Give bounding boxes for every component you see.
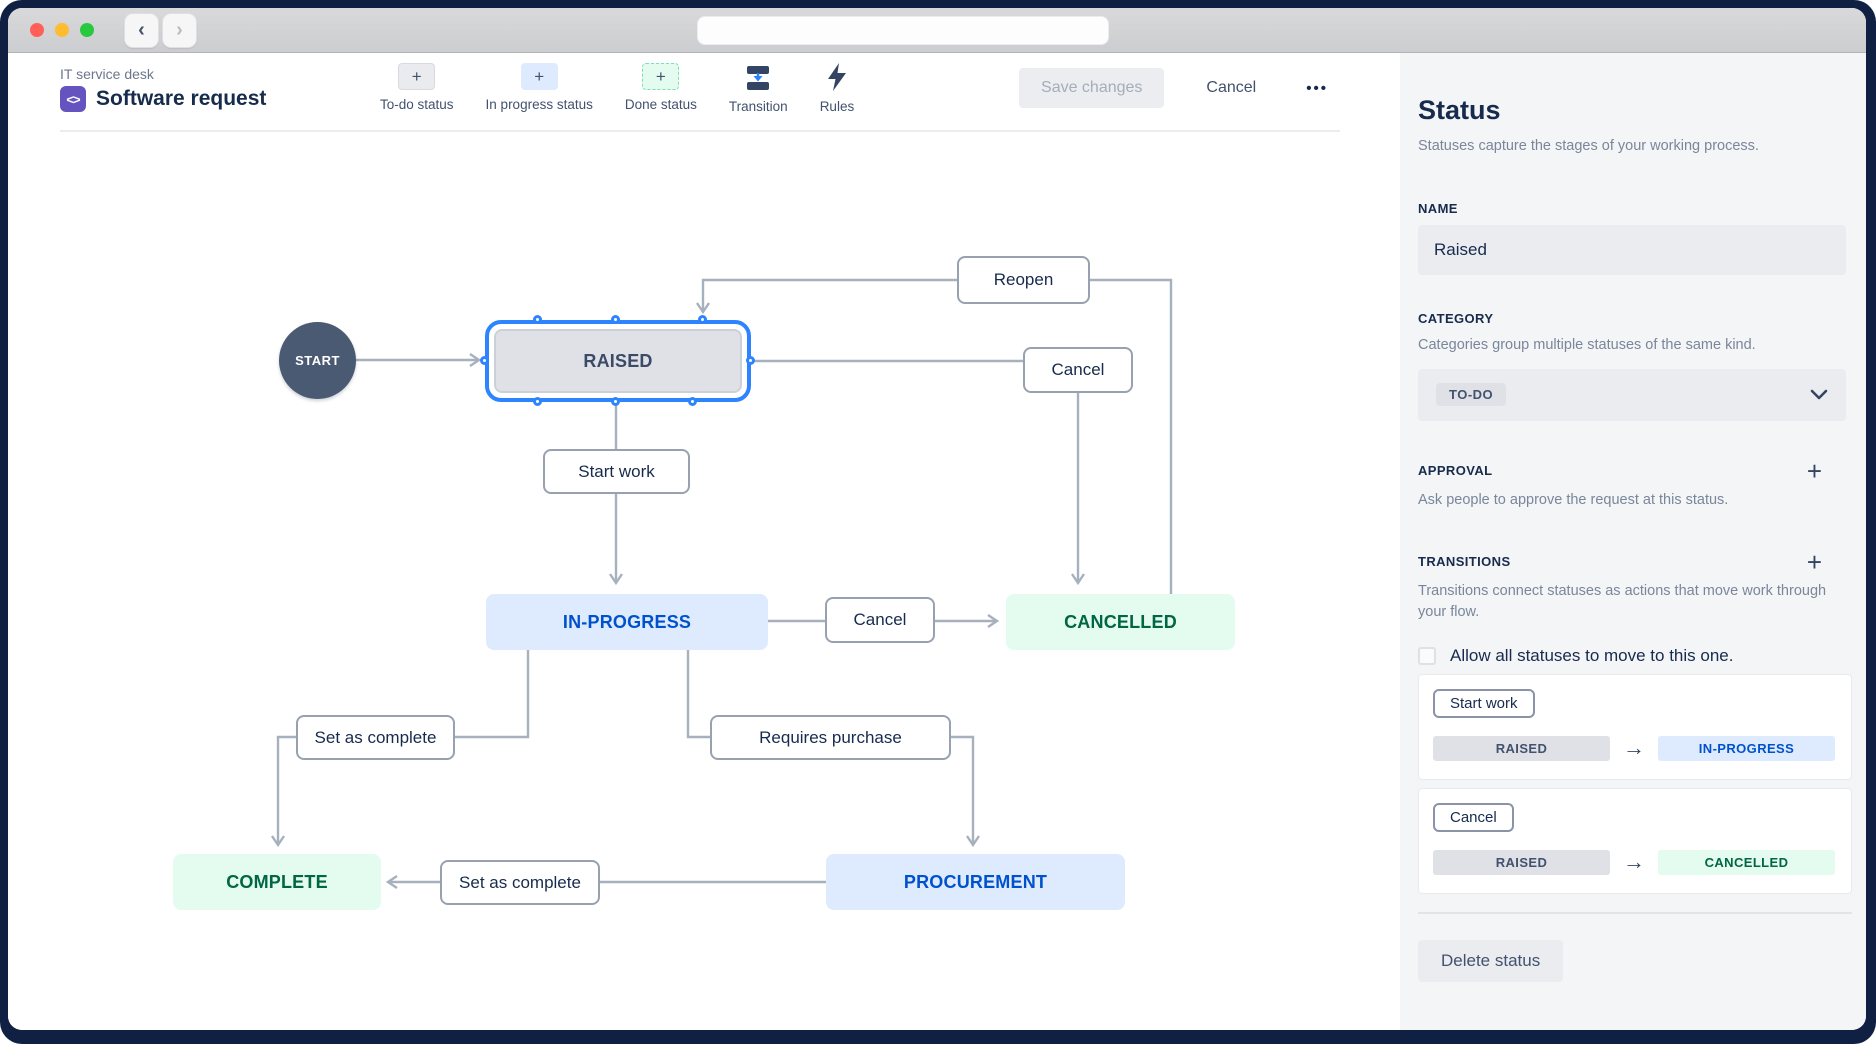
to-status-badge: IN-PROGRESS <box>1658 735 1835 761</box>
from-status-badge: RAISED <box>1433 849 1610 875</box>
add-todo-status-button[interactable]: + To-do status <box>380 63 454 114</box>
from-status-badge: RAISED <box>1433 735 1610 761</box>
transition-card[interactable]: Start work RAISED → IN-PROGRESS <box>1418 674 1852 781</box>
transitions-label: TRANSITIONS <box>1418 554 1511 570</box>
transition-node-cancel-top[interactable]: Cancel <box>1023 347 1133 393</box>
status-panel: Status Statuses capture the stages of yo… <box>1400 53 1866 1030</box>
to-status-badge: CANCELLED <box>1658 849 1835 875</box>
tool-label: Rules <box>819 99 855 114</box>
arrow-right-icon: → <box>1623 735 1645 761</box>
selection-handle[interactable] <box>480 356 489 365</box>
tool-label: Done status <box>624 97 697 112</box>
status-node-procurement[interactable]: PROCUREMENT <box>826 854 1125 910</box>
selection-handle[interactable] <box>698 315 707 324</box>
add-transition-button-sidebar[interactable]: + <box>1806 546 1822 577</box>
transition-node-set-as-complete-bottom[interactable]: Set as complete <box>440 860 600 905</box>
transition-node-requires-purchase[interactable]: Requires purchase <box>710 715 951 760</box>
status-node-cancelled[interactable]: CANCELLED <box>1006 594 1235 650</box>
sidebar-divider <box>1418 912 1852 915</box>
transition-name-button[interactable]: Cancel <box>1433 803 1514 833</box>
approval-description: Ask people to approve the request at thi… <box>1418 491 1729 508</box>
transition-node-start-work[interactable]: Start work <box>543 449 690 494</box>
workflow-toolbar: + To-do status + In progress status + Do… <box>380 63 854 114</box>
tool-label: In progress status <box>485 97 593 112</box>
category-label: CATEGORY <box>1418 311 1494 327</box>
category-description: Categories group multiple statuses of th… <box>1418 337 1756 354</box>
delete-status-button[interactable]: Delete status <box>1418 940 1564 983</box>
selection-handle[interactable] <box>688 397 697 406</box>
rules-button[interactable]: Rules <box>819 63 855 114</box>
page-title: Software request <box>96 87 267 110</box>
selection-handle[interactable] <box>746 356 755 365</box>
tool-label: To-do status <box>380 97 454 112</box>
minimize-window-button[interactable] <box>55 23 69 37</box>
category-dropdown[interactable]: TO-DO <box>1418 368 1846 421</box>
transition-card[interactable]: Cancel RAISED → CANCELLED <box>1418 788 1852 895</box>
workflow-edges <box>271 278 1173 889</box>
titlebar: ‹ › <box>8 8 1866 53</box>
panel-subtitle: Statuses capture the stages of your work… <box>1418 138 1759 154</box>
selection-handle[interactable] <box>611 315 620 324</box>
cancel-button[interactable]: Cancel <box>1200 78 1262 98</box>
allow-all-label: Allow all statuses to move to this one. <box>1450 646 1734 666</box>
transitions-description: Transitions connect statuses as actions … <box>1418 582 1827 621</box>
chevron-down-icon <box>1810 389 1828 401</box>
tool-label: Transition <box>728 99 788 114</box>
status-node-complete[interactable]: COMPLETE <box>173 854 381 910</box>
forward-button[interactable]: › <box>162 13 197 48</box>
breadcrumb[interactable]: IT service desk <box>60 66 154 82</box>
workflow-canvas[interactable]: START RAISED Reopen Cancel Start work Ca… <box>8 132 1400 1030</box>
lightning-bolt-icon <box>825 63 849 92</box>
selection-handle[interactable] <box>533 397 542 406</box>
transition-icon <box>744 63 772 92</box>
plus-icon: + <box>520 63 558 90</box>
selection-handle[interactable] <box>533 315 542 324</box>
start-node[interactable]: START <box>279 322 356 399</box>
add-done-status-button[interactable]: + Done status <box>625 63 697 114</box>
plus-icon: + <box>642 63 680 90</box>
project-code-icon: <> <box>60 86 86 112</box>
save-changes-button[interactable]: Save changes <box>1019 68 1165 108</box>
address-bar[interactable] <box>697 16 1109 45</box>
add-inprogress-status-button[interactable]: + In progress status <box>486 63 593 114</box>
approval-label: APPROVAL <box>1418 463 1493 479</box>
chevron-right-icon: › <box>176 19 183 41</box>
panel-title: Status <box>1418 95 1501 125</box>
transition-node-set-as-complete-left[interactable]: Set as complete <box>296 715 455 760</box>
workflow-editor: IT service desk <> Software request + To… <box>8 53 1400 1030</box>
allow-all-checkbox[interactable] <box>1418 647 1436 666</box>
back-button[interactable]: ‹ <box>124 13 159 48</box>
transition-node-reopen[interactable]: Reopen <box>957 256 1090 304</box>
status-node-in-progress[interactable]: IN-PROGRESS <box>486 594 768 650</box>
more-options-button[interactable]: ••• <box>1300 79 1334 98</box>
plus-icon: + <box>398 63 436 90</box>
close-window-button[interactable] <box>30 23 44 37</box>
arrow-right-icon: → <box>1623 849 1645 875</box>
header-divider <box>60 130 1340 132</box>
category-value-badge: TO-DO <box>1436 383 1507 407</box>
transition-name-button[interactable]: Start work <box>1433 689 1535 719</box>
chevron-left-icon: ‹ <box>138 19 145 41</box>
add-transition-button[interactable]: Transition <box>729 63 788 114</box>
status-node-raised[interactable]: RAISED <box>494 329 742 393</box>
status-name-input[interactable] <box>1418 225 1846 276</box>
add-approval-button[interactable]: + <box>1806 455 1822 486</box>
window-content: ‹ › IT service desk <> Software request … <box>8 8 1866 1030</box>
transition-node-cancel-mid[interactable]: Cancel <box>825 597 935 643</box>
selection-handle[interactable] <box>611 397 620 406</box>
name-label: NAME <box>1418 201 1458 217</box>
zoom-window-button[interactable] <box>80 23 94 37</box>
